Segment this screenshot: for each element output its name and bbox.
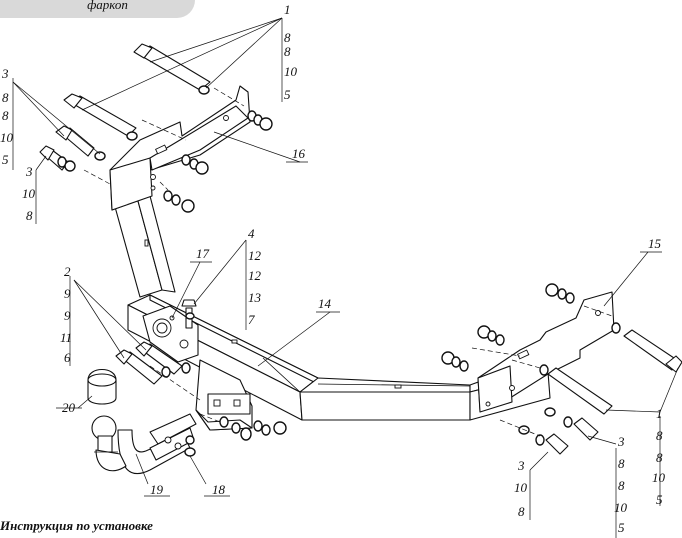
leader-lines	[12, 17, 679, 538]
part-label-15: 15	[648, 236, 662, 251]
nuts-and-washers	[57, 85, 621, 457]
callout-stack-center: 4 12 12 13 7	[248, 226, 262, 327]
part-label-14: 14	[318, 296, 332, 311]
callout-number: 10	[22, 186, 36, 201]
callout-number: 8	[618, 456, 625, 471]
callout-stack-bottom-right-a: 3 8 8 10 5	[614, 434, 628, 535]
callout-number: 8	[284, 44, 291, 59]
callout-number: 8	[26, 208, 33, 223]
callout-number: 1	[284, 2, 291, 17]
callout-number: 8	[656, 428, 663, 443]
part-number-labels: 16 15 14 17 20 19 18	[62, 146, 662, 497]
assembly-center-lines	[83, 87, 613, 437]
callout-number: 6	[64, 350, 71, 365]
callout-number: 5	[618, 520, 625, 535]
tow-plate-assembly	[142, 305, 253, 431]
callout-number: 8	[284, 30, 291, 45]
callout-number: 10	[284, 64, 298, 79]
part-label-16: 16	[292, 146, 306, 161]
callout-number: 12	[248, 248, 262, 263]
callout-number: 2	[64, 264, 71, 279]
callout-number: 1	[656, 406, 663, 421]
right-mounting-bracket	[477, 291, 615, 413]
callout-number: 9	[64, 286, 71, 301]
document-title: Инструкция по установке	[0, 518, 153, 533]
part-label-20: 20	[62, 400, 76, 415]
callout-stack-bottom-mid: 3 10 8	[514, 458, 528, 519]
callout-number: 13	[248, 290, 262, 305]
ball-cap	[87, 368, 117, 405]
callout-number: 8	[2, 90, 9, 105]
callout-number: 5	[656, 492, 663, 507]
callout-number: 10	[514, 480, 528, 495]
document-tab-label: фаркоп	[0, 0, 195, 18]
part-label-19: 19	[150, 482, 164, 497]
left-mounting-bracket	[109, 85, 251, 211]
callout-number: 3	[25, 164, 33, 179]
callout-number: 12	[248, 268, 262, 283]
callout-number: 10	[0, 130, 14, 145]
callout-stack-left-b: 3 10 8	[22, 164, 36, 223]
callout-number: 4	[248, 226, 255, 241]
callout-number: 8	[2, 108, 9, 123]
part-label-17: 17	[196, 246, 210, 261]
tow-ball-arm	[91, 413, 197, 475]
callout-stack-left-mid: 2 9 9 11 6	[60, 264, 72, 365]
callout-stack-bottom-right-b: 1 8 8 10 5	[652, 406, 666, 507]
callout-number: 8	[518, 504, 525, 519]
callout-number: 5	[284, 87, 291, 102]
part-label-18: 18	[212, 482, 226, 497]
callout-number: 3	[617, 434, 625, 449]
callout-number: 7	[248, 312, 255, 327]
callout-number: 8	[656, 450, 663, 465]
callout-number: 8	[618, 478, 625, 493]
callout-stack-top-right: 1 8 8 10 5	[284, 2, 298, 102]
callout-number: 10	[614, 500, 628, 515]
callout-number: 9	[64, 308, 71, 323]
callout-number: 3	[517, 458, 525, 473]
callout-number: 11	[60, 330, 72, 345]
callout-number: 10	[652, 470, 666, 485]
callout-stack-upper-left: 3 8 8 10 5	[0, 66, 14, 167]
callout-number: 3	[1, 66, 9, 81]
callout-number: 5	[2, 152, 9, 167]
